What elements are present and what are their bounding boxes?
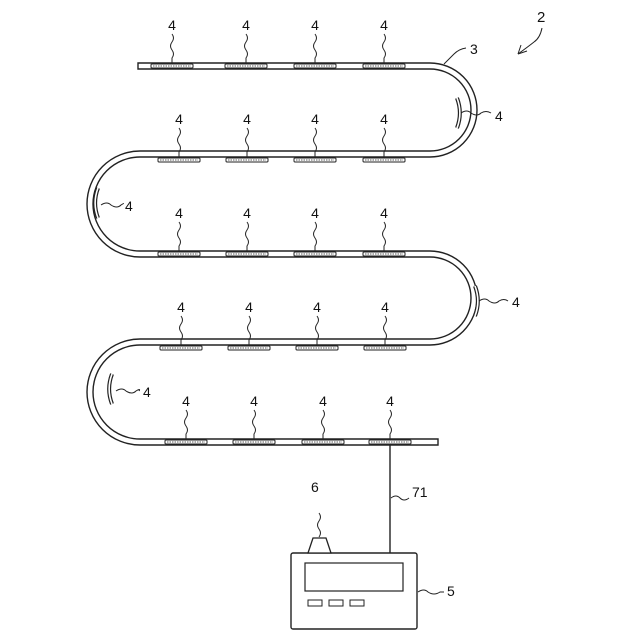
pad-leader-r3-2	[316, 316, 319, 345]
pad-leader-r0-2	[314, 34, 317, 63]
controller-button-3	[350, 600, 364, 606]
pad-label: 4	[243, 111, 251, 127]
pad-label: 4	[380, 17, 388, 33]
belt-label: 3	[470, 41, 478, 57]
pad-leader-r2-3	[383, 222, 386, 251]
pad-curve-left-2-leader	[116, 389, 140, 393]
system-arrow-line	[518, 28, 542, 54]
pad-leader-r0-0	[171, 34, 174, 63]
cable-label: 71	[412, 484, 428, 500]
cable-leader	[391, 496, 409, 500]
system-label: 2	[537, 9, 545, 26]
pad-label: 4	[250, 393, 258, 409]
controller-button-1	[308, 600, 322, 606]
pad-label: 4	[175, 111, 183, 127]
controller-leader	[418, 590, 444, 594]
pad-label: 4	[125, 198, 133, 214]
pad-label: 4	[381, 299, 389, 315]
pad-label: 4	[168, 17, 176, 33]
pad-label: 4	[177, 299, 185, 315]
belt-leader	[444, 48, 466, 64]
pad-label: 4	[311, 17, 319, 33]
pad-leader-r1-0	[178, 128, 181, 157]
pad-label: 4	[380, 111, 388, 127]
pad-leader-r3-1	[248, 316, 251, 345]
pad-label: 4	[311, 111, 319, 127]
lamp	[308, 538, 331, 553]
pad-label: 4	[319, 393, 327, 409]
pad-label: 4	[245, 299, 253, 315]
pad-label: 4	[175, 205, 183, 221]
pad-leader-r4-1	[253, 410, 256, 439]
pad-leader-r1-1	[246, 128, 249, 157]
pad-leader-r1-3	[383, 128, 386, 157]
pad-leader-r2-1	[246, 222, 249, 251]
pad-curve-right-1-leader	[461, 111, 491, 115]
pad-label: 4	[386, 393, 394, 409]
pad-leader-r4-2	[322, 410, 325, 439]
pad-label: 4	[242, 17, 250, 33]
pad-leader-r0-1	[245, 34, 248, 63]
lamp-leader	[318, 513, 321, 537]
lamp-label: 6	[311, 479, 319, 495]
labels-group: 4 4 4 4 4 4 4 4 4 4 4 4 4 4 4 4 4 4 4 4 4 4 4 4 3 2 71 5 6	[125, 9, 545, 599]
pad-leader-r4-0	[185, 410, 188, 439]
pad-leader-r3-3	[384, 316, 387, 345]
pad-label: 4	[311, 205, 319, 221]
pad-leader-r3-0	[180, 316, 183, 345]
pad-label: 4	[512, 294, 520, 310]
pad-label: 4	[313, 299, 321, 315]
pad-leader-r0-3	[383, 34, 386, 63]
controller-button-2	[329, 600, 343, 606]
pads-group	[95, 64, 478, 444]
pad-label: 4	[380, 205, 388, 221]
pad-leader-r1-2	[314, 128, 317, 157]
pad-leader-r4-3	[389, 410, 392, 439]
controller-display	[305, 563, 403, 591]
pad-label: 4	[143, 384, 151, 400]
controller-device	[291, 445, 417, 629]
pad-curve-right-2-leader	[479, 299, 508, 303]
pad-label: 4	[495, 108, 503, 124]
pad-leader-r2-2	[314, 222, 317, 251]
pad-curve-left-1-leader	[101, 203, 124, 207]
pad-label: 4	[243, 205, 251, 221]
controller-label: 5	[447, 583, 455, 599]
pad-leader-r2-0	[178, 222, 181, 251]
pad-label: 4	[182, 393, 190, 409]
